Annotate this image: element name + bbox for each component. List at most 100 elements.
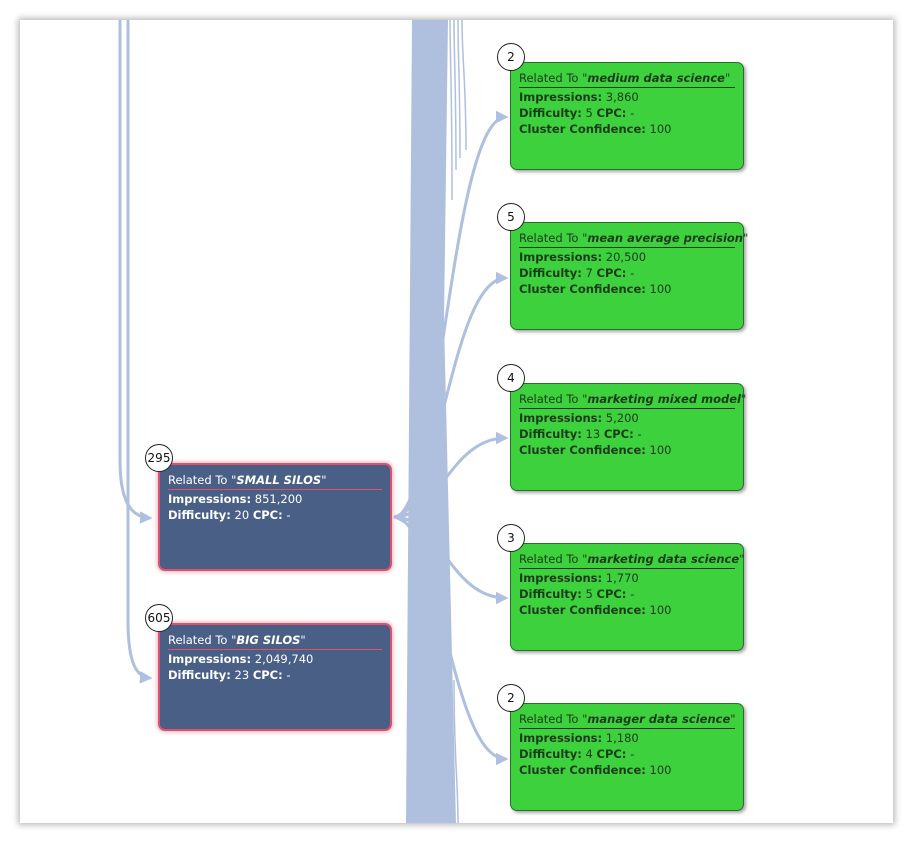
cpc-value: -	[630, 106, 635, 120]
child-node-medium-data-science[interactable]: Related To "medium data science" Impress…	[510, 62, 744, 170]
edge-strand	[449, 659, 453, 823]
edge-bundle	[406, 20, 456, 823]
child-node-mean-average-precision[interactable]: Related To "mean average precision" Impr…	[510, 222, 748, 330]
cluster-count-badge: 3	[497, 524, 525, 552]
difficulty-value: 20	[234, 508, 250, 522]
difficulty-label: Difficulty:	[519, 427, 582, 441]
cpc-value: -	[286, 508, 291, 522]
edge-to-small-silos	[118, 20, 153, 524]
edge-to-big-silos	[126, 20, 153, 684]
difficulty-label: Difficulty:	[168, 508, 231, 522]
cluster-count-badge: 295	[145, 444, 173, 472]
difficulty-label: Difficulty:	[168, 668, 231, 682]
edge-to-child-5	[393, 515, 509, 766]
cpc-value: -	[637, 427, 642, 441]
child-node-title: Related To "manager data science"	[519, 711, 736, 729]
cpc-label: CPC:	[596, 266, 627, 280]
difficulty-label: Difficulty:	[519, 266, 582, 280]
cluster-confidence-value: 100	[649, 443, 672, 457]
cluster-confidence-value: 100	[649, 282, 672, 296]
related-to-label: Related To	[519, 712, 583, 726]
graph-edges	[118, 20, 509, 823]
child-keyword: marketing data science	[587, 552, 740, 566]
parent-node-big-silos[interactable]: Related To "BIG SILOS" Impressions: 2,04…	[158, 623, 392, 731]
impressions-value: 851,200	[254, 492, 303, 506]
cluster-graph-canvas: Related To "SMALL SILOS" Impressions: 85…	[20, 20, 893, 823]
cluster-confidence-value: 100	[649, 763, 672, 777]
child-node-marketing-data-science[interactable]: Related To "marketing data science" Impr…	[510, 543, 744, 651]
related-to-label: Related To	[519, 231, 583, 245]
related-to-label: Related To	[168, 473, 232, 487]
cpc-label: CPC:	[596, 106, 627, 120]
impressions-value: 3,860	[605, 90, 639, 104]
cluster-count-badge: 4	[497, 364, 525, 392]
cluster-count-badge: 2	[497, 43, 525, 71]
edge-to-child-2	[393, 271, 509, 519]
child-keyword: manager data science	[587, 712, 731, 726]
edge-strand	[449, 20, 453, 201]
parent-node-title: Related To "BIG SILOS"	[168, 632, 382, 650]
difficulty-value: 7	[585, 266, 593, 280]
cluster-count-badge: 2	[497, 684, 525, 712]
impressions-label: Impressions:	[519, 731, 603, 745]
impressions-value: 20,500	[605, 250, 647, 264]
child-node-title: Related To "medium data science"	[519, 70, 735, 88]
impressions-value: 1,180	[605, 731, 639, 745]
parent-keyword: SMALL SILOS	[236, 473, 322, 487]
edge-fan	[393, 516, 420, 554]
edge-strand	[453, 20, 457, 171]
related-to-label: Related To	[519, 552, 583, 566]
cluster-confidence-label: Cluster Confidence:	[519, 282, 646, 296]
cpc-label: CPC:	[596, 747, 627, 761]
edge-strand	[461, 20, 467, 151]
parent-node-small-silos[interactable]: Related To "SMALL SILOS" Impressions: 85…	[158, 463, 392, 571]
cpc-label: CPC:	[252, 668, 283, 682]
difficulty-value: 13	[585, 427, 601, 441]
cpc-label: CPC:	[596, 587, 627, 601]
child-keyword: mean average precision	[587, 231, 743, 245]
difficulty-value: 4	[585, 747, 593, 761]
edge-fan	[393, 500, 420, 518]
parent-node-title: Related To "SMALL SILOS"	[168, 472, 382, 490]
impressions-value: 5,200	[605, 411, 639, 425]
cluster-confidence-label: Cluster Confidence:	[519, 763, 646, 777]
difficulty-label: Difficulty:	[519, 106, 582, 120]
child-node-manager-data-science[interactable]: Related To "manager data science" Impres…	[510, 703, 744, 811]
child-node-title: Related To "mean average precision"	[519, 230, 748, 248]
cpc-value: -	[630, 266, 635, 280]
cluster-confidence-value: 100	[649, 122, 672, 136]
cluster-count-badge: 605	[145, 604, 173, 632]
related-to-label: Related To	[519, 392, 583, 406]
cpc-label: CPC:	[252, 508, 283, 522]
edge-strand	[457, 20, 461, 159]
cpc-label: CPC:	[603, 427, 634, 441]
child-node-title: Related To "marketing data science"	[519, 551, 744, 569]
impressions-value: 2,049,740	[254, 652, 314, 666]
related-to-label: Related To	[168, 633, 232, 647]
edge-strand	[453, 679, 459, 823]
cluster-confidence-label: Cluster Confidence:	[519, 443, 646, 457]
child-node-title: Related To "marketing mixed model"	[519, 391, 746, 409]
impressions-label: Impressions:	[519, 250, 603, 264]
related-to-label: Related To	[519, 71, 583, 85]
difficulty-value: 5	[585, 106, 593, 120]
child-keyword: marketing mixed model	[587, 392, 741, 406]
child-node-marketing-mixed-model[interactable]: Related To "marketing mixed model" Impre…	[510, 383, 746, 491]
cpc-value: -	[630, 747, 635, 761]
edge-strand	[443, 639, 449, 823]
impressions-label: Impressions:	[168, 652, 252, 666]
difficulty-value: 5	[585, 587, 593, 601]
parent-keyword: BIG SILOS	[236, 633, 301, 647]
impressions-label: Impressions:	[168, 492, 252, 506]
cluster-confidence-value: 100	[649, 603, 672, 617]
impressions-value: 1,770	[605, 571, 639, 585]
cpc-value: -	[630, 587, 635, 601]
child-keyword: medium data science	[587, 71, 725, 85]
cluster-confidence-label: Cluster Confidence:	[519, 603, 646, 617]
edge-to-child-1	[393, 110, 509, 519]
cluster-confidence-label: Cluster Confidence:	[519, 122, 646, 136]
impressions-label: Impressions:	[519, 571, 603, 585]
cluster-count-badge: 5	[497, 203, 525, 231]
edge-fan	[393, 516, 420, 534]
impressions-label: Impressions:	[519, 411, 603, 425]
